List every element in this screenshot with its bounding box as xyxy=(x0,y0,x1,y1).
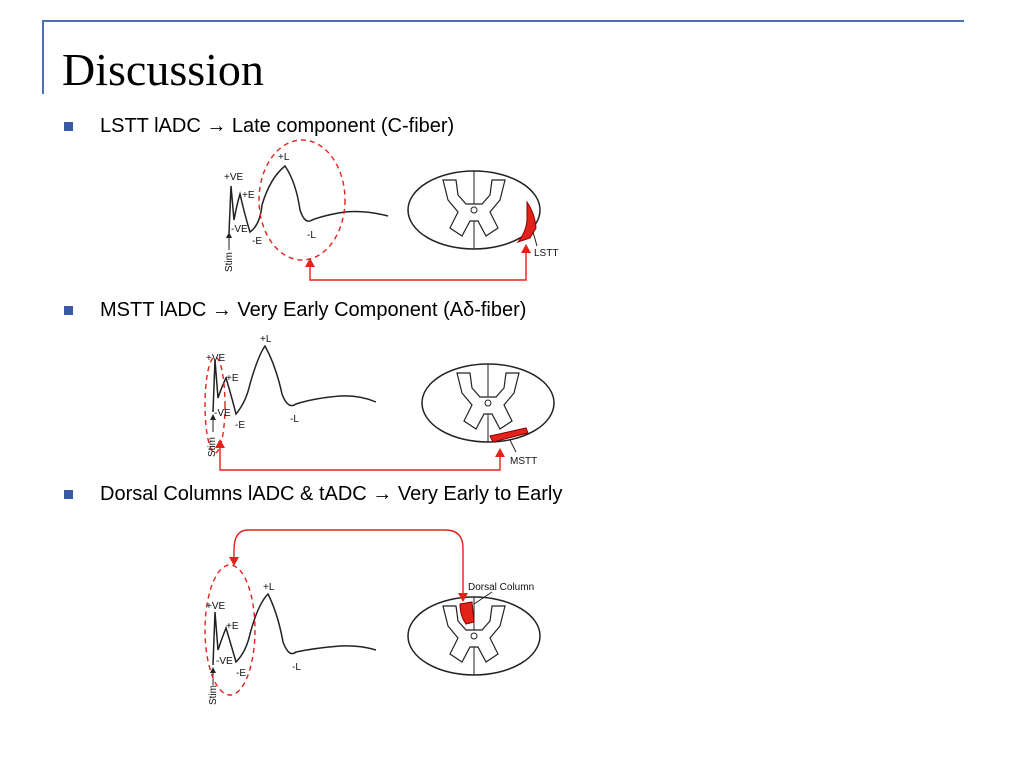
label-minus-ve: -VE xyxy=(231,224,248,235)
title-accent-vertical-line xyxy=(42,20,44,94)
connector-arrow xyxy=(233,529,464,598)
label-minus-l: -L xyxy=(292,662,301,673)
bullet-square-icon xyxy=(64,306,73,315)
label-dorsal-column: Dorsal Column xyxy=(468,582,534,593)
bullet-square-icon xyxy=(64,122,73,131)
highlight-ellipse xyxy=(204,564,256,696)
label-mstt: MSTT xyxy=(510,456,537,467)
dorsal-column-highlight xyxy=(459,601,475,625)
spinal-cord-cross-section xyxy=(407,596,541,676)
label-minus-e: -E xyxy=(236,668,246,679)
spinal-cord-cross-section xyxy=(407,170,541,250)
page-title: Discussion xyxy=(62,44,264,95)
bullet-text: MSTT lADC → Very Early Component (Aδ-fib… xyxy=(100,299,527,321)
waveform xyxy=(226,164,389,250)
spinal-cord-cross-section xyxy=(421,363,555,443)
bullet-text: LSTT lADC → Late component (C-fiber) xyxy=(100,115,455,137)
label-plus-ve: +VE xyxy=(206,601,226,612)
label-minus-l: -L xyxy=(290,414,299,425)
connector-arrow xyxy=(309,250,527,281)
mstt-tract-highlight xyxy=(489,427,529,443)
highlight-ellipse xyxy=(204,356,226,454)
label-plus-e: +E xyxy=(226,373,239,384)
connector-arrow xyxy=(219,445,501,471)
label-plus-e: +E xyxy=(242,190,255,201)
label-minus-ve: -VE xyxy=(216,656,233,667)
label-plus-l: +L xyxy=(278,152,290,163)
label-minus-e: -E xyxy=(235,420,245,431)
label-plus-e: +E xyxy=(226,621,239,632)
highlight-ellipse xyxy=(258,139,346,261)
label-minus-l: -L xyxy=(307,230,316,241)
label-lstt: LSTT xyxy=(534,248,558,259)
title-accent-horizontal-line xyxy=(42,20,964,22)
label-stim: Stim xyxy=(208,685,219,705)
label-minus-ve: -VE xyxy=(214,408,231,419)
label-minus-e: -E xyxy=(252,236,262,247)
waveform xyxy=(210,344,377,432)
label-plus-ve: +VE xyxy=(224,172,244,183)
label-stim: Stim xyxy=(224,252,235,272)
label-stim: Stim xyxy=(207,437,218,457)
bullet-text: Dorsal Columns lADC & tADC → Very Early … xyxy=(100,483,563,505)
label-plus-l: +L xyxy=(260,334,272,345)
lstt-tract-highlight xyxy=(516,200,537,244)
bullet-square-icon xyxy=(64,490,73,499)
label-plus-ve: +VE xyxy=(206,353,226,364)
label-plus-l: +L xyxy=(263,582,275,593)
waveform xyxy=(210,592,377,685)
